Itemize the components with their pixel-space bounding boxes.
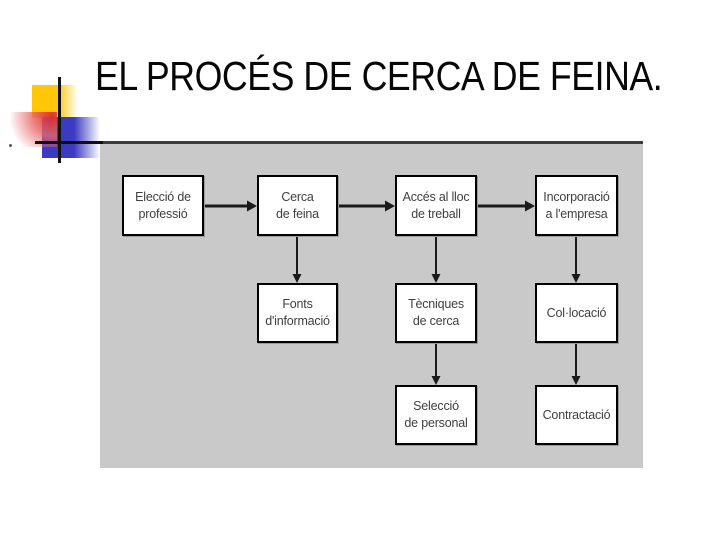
decoration-red-square bbox=[10, 112, 57, 147]
node-fonts-d-informacio: Fonts d'informació bbox=[257, 283, 338, 343]
node-eleccio-de-professio: Elecció de professió bbox=[122, 175, 204, 236]
decoration-yellow-square bbox=[32, 85, 78, 118]
decoration-vertical-line bbox=[58, 77, 61, 163]
node-label: d'informació bbox=[265, 314, 330, 328]
slide-title: EL PROCÉS DE CERCA DE FEINA. bbox=[95, 53, 663, 99]
node-contractacio: Contractació bbox=[535, 385, 618, 445]
node-acces-al-lloc-de-treball: Accés al lloc de treball bbox=[395, 175, 477, 236]
node-collocacio: Col·locació bbox=[535, 283, 618, 343]
node-label: professió bbox=[138, 206, 188, 221]
decoration-dot bbox=[9, 144, 12, 147]
node-label: de personal bbox=[404, 416, 468, 430]
node-label: de cerca bbox=[412, 314, 460, 328]
node-label: Incorporació bbox=[543, 189, 610, 204]
node-label: de treball bbox=[411, 206, 461, 221]
node-label: Elecció de bbox=[135, 189, 191, 204]
node-label: Selecció bbox=[413, 399, 459, 414]
node-label: Accés al lloc bbox=[402, 189, 470, 204]
flowchart-panel: Elecció de professió Cerca de feina Accé… bbox=[100, 143, 643, 468]
node-label: de feina bbox=[276, 206, 319, 221]
node-seleccio-de-personal: Selecció de personal bbox=[395, 385, 477, 445]
node-label: Contractació bbox=[542, 407, 611, 422]
decoration-blue-square bbox=[42, 117, 100, 158]
node-label: Tècniques bbox=[408, 297, 464, 312]
node-label: Fonts bbox=[282, 297, 313, 312]
node-label: a l'empresa bbox=[545, 206, 608, 221]
node-tecniques-de-cerca: Tècniques de cerca bbox=[395, 283, 477, 343]
node-label: Cerca bbox=[281, 189, 314, 204]
node-label: Col·locació bbox=[546, 305, 607, 320]
node-incorporacio-a-l-empresa: Incorporació a l'empresa bbox=[535, 175, 618, 236]
node-cerca-de-feina: Cerca de feina bbox=[257, 175, 338, 236]
flowchart-arrows bbox=[204, 200, 581, 385]
